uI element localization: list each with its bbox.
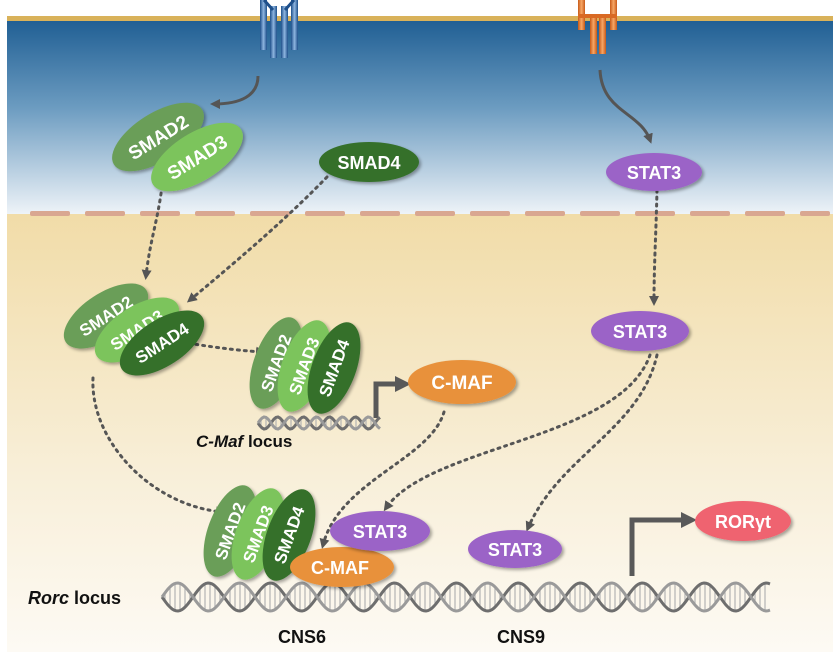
cmaf-locus-word: locus [243, 432, 292, 451]
rorc-locus-label: Rorc locus [28, 588, 121, 608]
arrow-smad23-to-complex [141, 184, 164, 280]
rorc-locus-gene: Rorc [28, 588, 69, 608]
tgf-receptor-arrow [210, 75, 260, 109]
arrow-stat3-to-cns9 [525, 353, 659, 532]
cmaf-transcription-arrow [373, 376, 411, 418]
rorc-dna-icon [160, 581, 771, 613]
stat3-protein-cns9: STAT3 [468, 530, 562, 568]
cmaf-label: C-MAF [311, 558, 369, 578]
plasma-membrane-region [7, 19, 833, 214]
membrane-edge [7, 16, 833, 21]
tgf-receptor-icon [260, 0, 298, 58]
rorgt-protein: RORγt [695, 501, 791, 541]
il6-receptor-icon [578, 0, 617, 54]
dna-strand [256, 415, 381, 431]
smad-complex-nucleus: SMAD2 SMAD3 SMAD4 [63, 283, 205, 376]
cmaf-locus-label: C-Maf locus [196, 432, 292, 451]
stat3-label: STAT3 [627, 163, 681, 183]
cmaf-locus-gene: C-Maf [196, 432, 246, 451]
il6-receptor-arrow [598, 69, 653, 144]
signal-arrows [91, 175, 660, 549]
dna-strand [160, 581, 771, 613]
nuclear-envelope [30, 211, 830, 216]
arrow-complex-to-rorc [91, 376, 226, 517]
stat3-protein-cns6: STAT3 [330, 511, 430, 551]
stat3-label: STAT3 [613, 322, 667, 342]
arrow-smad4-to-complex [186, 175, 329, 303]
arrow-stat3-to-cns6 [383, 353, 652, 512]
arrow-stat3-translocation [649, 188, 660, 306]
rorc-locus-word: locus [69, 588, 121, 608]
smad-complex-cmaf: SMAD2 SMAD3 SMAD4 [249, 317, 361, 414]
stat3-protein-nucleus: STAT3 [591, 311, 689, 351]
smad-complex-rorc: SMAD2 SMAD3 SMAD4 [203, 485, 316, 581]
rorgt-label: RORγt [715, 512, 771, 532]
cmaf-protein: C-MAF [408, 360, 516, 404]
cns6-label: CNS6 [278, 627, 326, 647]
dna-strand [160, 581, 771, 613]
stat3-label: STAT3 [488, 540, 542, 560]
cmaf-label: C-MAF [431, 373, 492, 394]
smad4-protein: SMAD4 [319, 142, 419, 182]
stat3-protein-cytoplasm: STAT3 [606, 153, 702, 191]
rorgt-transcription-arrow [629, 512, 697, 576]
stat3-label: STAT3 [353, 522, 407, 542]
arrow-cmaf-to-rorc [319, 410, 446, 549]
cns9-label: CNS9 [497, 627, 545, 647]
cmaf-protein-rorc: C-MAF [290, 547, 394, 587]
nucleus-region [7, 214, 833, 652]
cmaf-dna-icon [256, 415, 381, 431]
smad4-label: SMAD4 [337, 153, 400, 173]
smad2-protein: SMAD2 [112, 102, 204, 172]
dna-strand [256, 415, 381, 431]
